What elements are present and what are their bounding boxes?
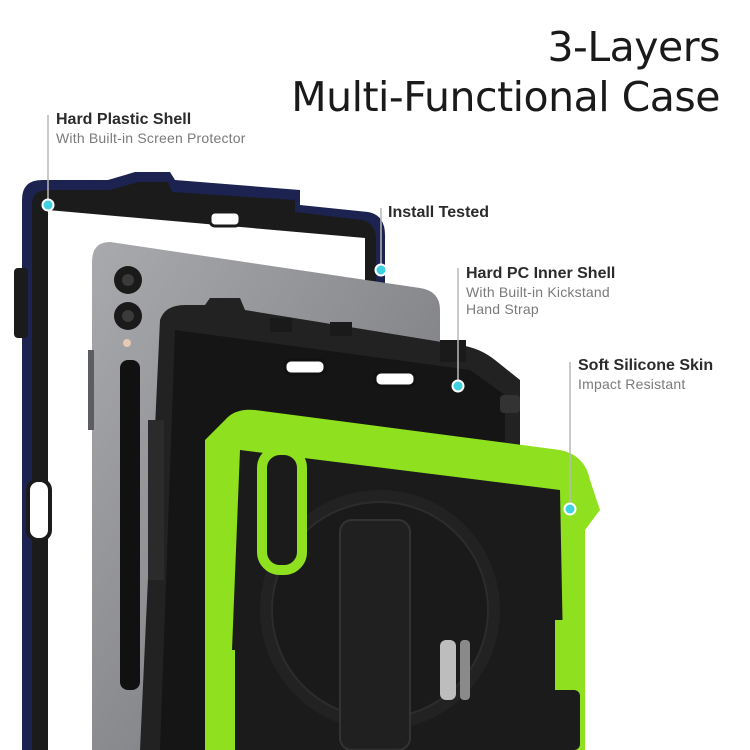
callout-sub: Impact Resistant (578, 376, 686, 392)
callout-sub: With Built-in Screen Protector (56, 130, 246, 146)
callout-lines (47, 115, 571, 508)
callout-heading: Hard Plastic Shell (56, 111, 192, 128)
callout-dots (41, 198, 577, 516)
callout-heading: Install Tested (388, 204, 490, 221)
callout-install-tested: Install Tested (388, 203, 489, 223)
callout-sub-2: Hand Strap (466, 301, 539, 317)
title-line-1: 3-Layers (547, 23, 720, 71)
callout-sub-1: With Built-in Kickstand (466, 284, 610, 300)
title-line-2: Multi-Functional Case (291, 73, 720, 121)
callout-hard-pc-inner-shell: Hard PC Inner Shell With Built-in Kickst… (466, 264, 615, 318)
callout-heading: Soft Silicone Skin (578, 357, 714, 374)
callout-hard-plastic-shell: Hard Plastic Shell With Built-in Screen … (56, 110, 246, 147)
page-title: 3-Layers Multi-Functional Case (291, 22, 720, 122)
callout-soft-silicone-skin: Soft Silicone Skin Impact Resistant (578, 356, 713, 393)
soft-silicone-skin (205, 409, 600, 750)
callout-heading: Hard PC Inner Shell (466, 265, 616, 282)
